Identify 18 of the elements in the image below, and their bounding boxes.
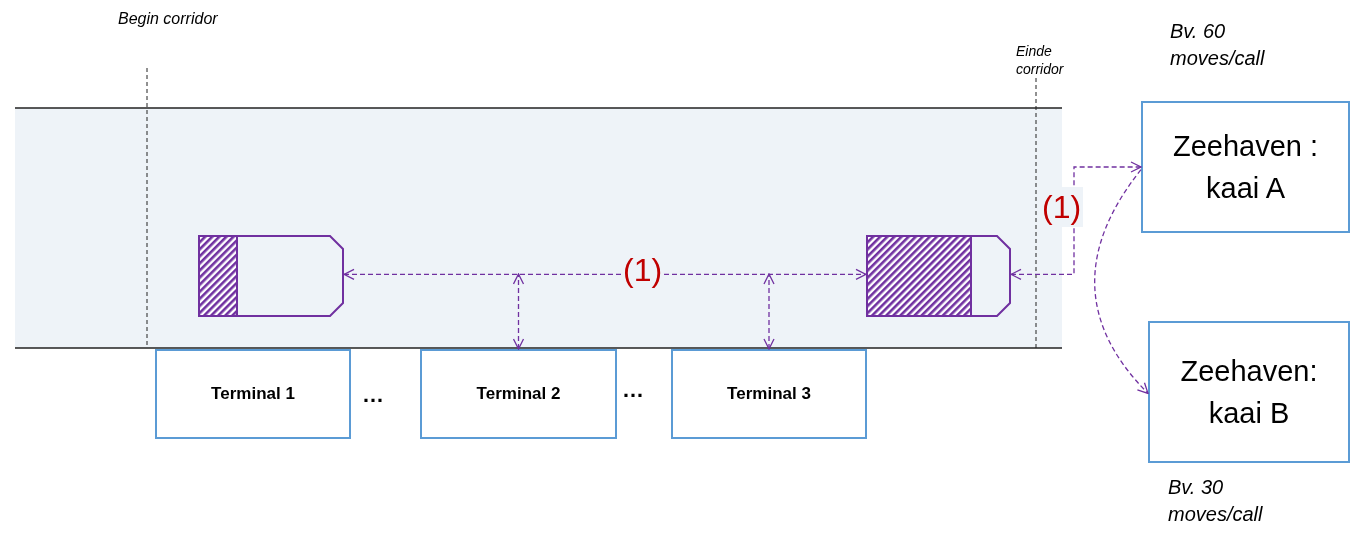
ellipsis-mark: … — [622, 376, 644, 404]
terminal-label: Terminal 2 — [476, 384, 561, 404]
seaport-label: Zeehaven: kaai B — [1179, 353, 1319, 431]
terminal-box — [671, 349, 867, 439]
barge-shape — [198, 235, 344, 317]
terminal-label: Terminal 3 — [727, 384, 811, 404]
terminal-label: Terminal 1 — [211, 384, 295, 404]
terminal-box — [155, 349, 351, 439]
seaport-box — [1148, 321, 1350, 463]
boundary-label: Begin corridor — [118, 9, 218, 29]
boundary-label: Einde corridor — [1016, 42, 1065, 79]
capacity-note: Bv. 30 moves/call — [1168, 475, 1264, 527]
ellipsis-mark: … — [362, 381, 384, 409]
capacity-note: Bv. 60 moves/call — [1170, 19, 1266, 71]
barge-shape — [866, 235, 1011, 317]
seaport-box — [1141, 101, 1350, 233]
seaport-label: Zeehaven : kaai A — [1171, 128, 1320, 206]
terminal-box — [420, 349, 617, 439]
